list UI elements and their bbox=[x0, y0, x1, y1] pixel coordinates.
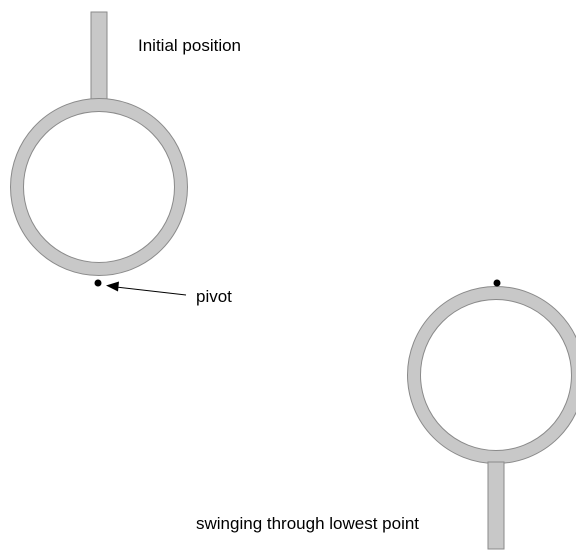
lowest-ring-inner-edge bbox=[420, 299, 572, 451]
initial-ring-inner-edge bbox=[23, 111, 175, 263]
initial-rod bbox=[90, 11, 108, 103]
pivot-arrow-shaft bbox=[115, 286, 187, 296]
lowest-pendulum bbox=[407, 279, 576, 550]
pivot-arrow bbox=[106, 281, 187, 296]
lowest-pivot-dot bbox=[493, 279, 501, 287]
initial-position-label: Initial position bbox=[138, 36, 241, 55]
lowest-point-label: swinging through lowest point bbox=[196, 514, 419, 533]
initial-ring-outer-edge bbox=[10, 98, 188, 276]
lowest-rod bbox=[487, 461, 505, 550]
initial-ring bbox=[10, 98, 188, 276]
initial-pendulum bbox=[10, 11, 188, 287]
initial-pivot-dot bbox=[94, 279, 102, 287]
lowest-ring bbox=[407, 286, 576, 464]
pivot-label: pivot bbox=[196, 287, 232, 306]
pivot-arrow-head bbox=[106, 281, 119, 292]
